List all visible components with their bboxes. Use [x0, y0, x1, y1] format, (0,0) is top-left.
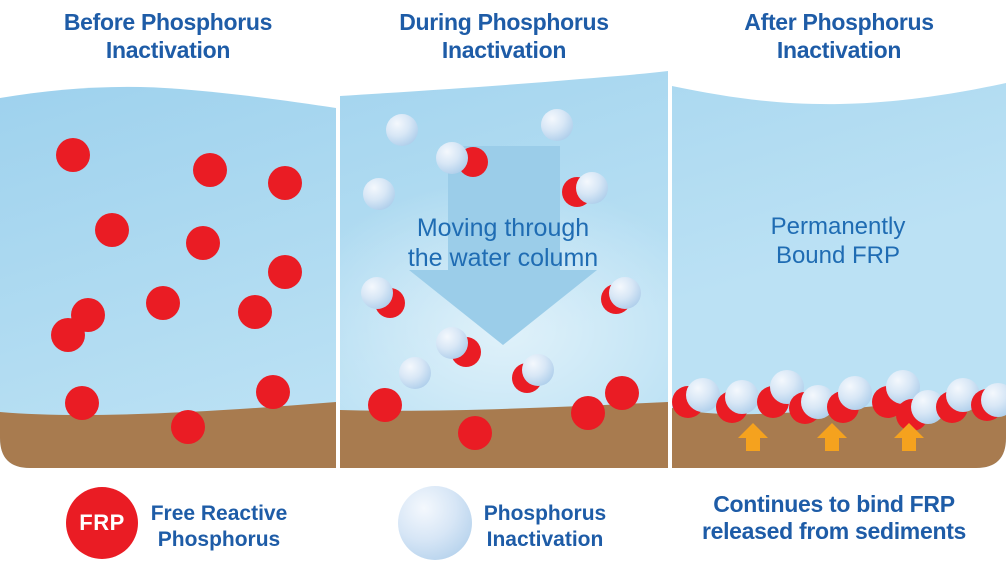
- legend-inactivation-label: Phosphorus Inactivation: [483, 502, 607, 551]
- frp-dot: [368, 388, 402, 422]
- frp-dot: [605, 376, 639, 410]
- frp-dot: [571, 396, 605, 430]
- frp-dot: [458, 416, 492, 450]
- frp-dot: [171, 410, 205, 444]
- title-before: Before Phosphorus Inactivation: [63, 9, 273, 63]
- inactivation-sphere: [436, 327, 468, 359]
- up-arrow-icon: [738, 423, 768, 451]
- inactivation-sphere: [399, 357, 431, 389]
- up-arrow-icon: [894, 423, 924, 451]
- legend-frp-symbol-text: FRP: [79, 510, 125, 535]
- legend-frp-symbol: FRP: [66, 487, 138, 559]
- inactivation-sphere: [609, 277, 641, 309]
- panel-during: [340, 71, 668, 468]
- inactivation-sphere: [838, 376, 872, 410]
- legend-note: Continues to bind FRP released from sedi…: [701, 491, 967, 544]
- inactivation-sphere: [981, 383, 1006, 417]
- inactivation-sphere: [363, 178, 395, 210]
- frp-dot: [56, 138, 90, 172]
- inactivation-sphere: [725, 380, 759, 414]
- frp-dot: [95, 213, 129, 247]
- frp-dot: [146, 286, 180, 320]
- release-arrows: [738, 423, 924, 451]
- inactivation-sphere: [436, 142, 468, 174]
- frp-dot: [51, 318, 85, 352]
- title-during: During Phosphorus Inactivation: [399, 9, 609, 63]
- inactivation-sphere: [522, 354, 554, 386]
- frp-dot: [256, 375, 290, 409]
- legend-frp-label: Free Reactive Phosphorus: [150, 502, 288, 551]
- inactivation-sphere: [541, 109, 573, 141]
- frp-dot: [65, 386, 99, 420]
- panel-before: [0, 86, 336, 468]
- inactivation-sphere: [801, 385, 835, 419]
- down-arrow-icon: [409, 146, 597, 345]
- particles-after: [672, 370, 1006, 431]
- inactivation-sphere: [886, 370, 920, 404]
- caption-bound-frp: Permanently Bound FRP: [770, 213, 906, 269]
- frp-dot: [238, 295, 272, 329]
- inactivation-sphere: [686, 378, 720, 412]
- frp-dot: [268, 166, 302, 200]
- frp-dot: [193, 153, 227, 187]
- title-after: After Phosphorus Inactivation: [744, 9, 934, 63]
- particles-during: [361, 109, 641, 450]
- inactivation-sphere: [911, 390, 945, 424]
- inactivation-sphere: [386, 114, 418, 146]
- panel-after: [672, 83, 1006, 468]
- legend-inactivation-symbol: [398, 486, 472, 560]
- caption-water-column: Moving through the water column: [407, 214, 599, 272]
- particles-before: [51, 138, 302, 444]
- frp-dot: [268, 255, 302, 289]
- frp-dot: [186, 226, 220, 260]
- up-arrow-icon: [817, 423, 847, 451]
- inactivation-sphere: [361, 277, 393, 309]
- inactivation-sphere: [576, 172, 608, 204]
